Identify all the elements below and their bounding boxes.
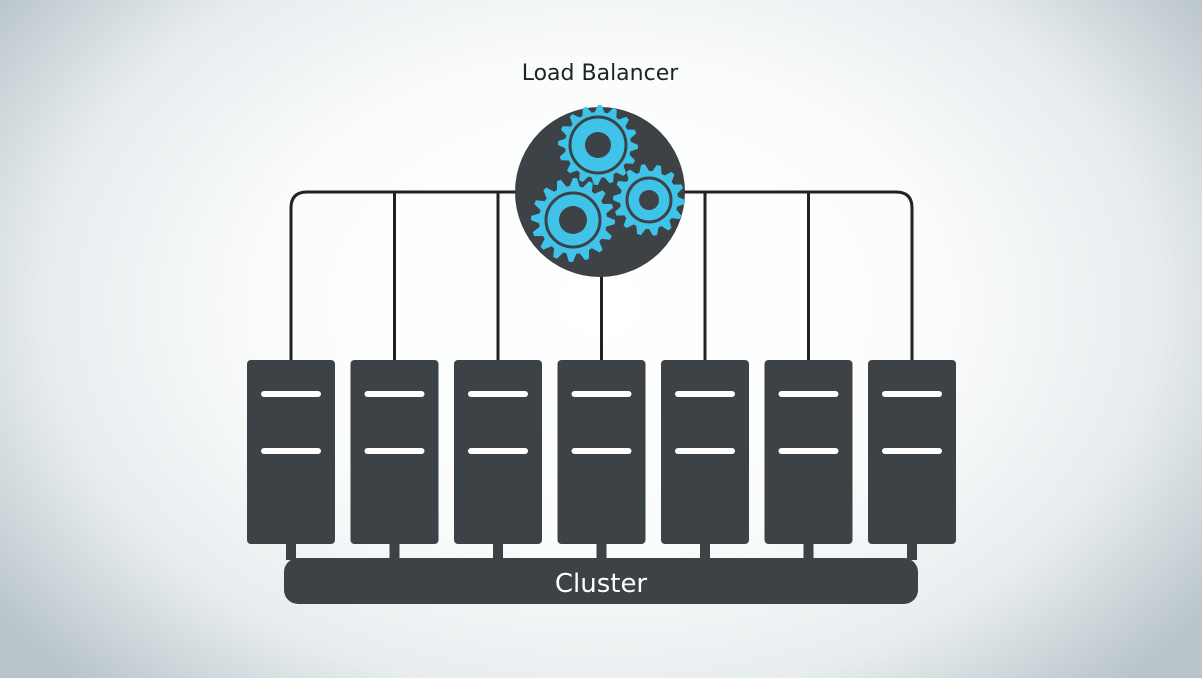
server-slot xyxy=(468,391,528,397)
cluster-stub xyxy=(907,542,917,560)
server-slot xyxy=(778,391,839,397)
cluster-stub xyxy=(493,542,503,560)
server-slot xyxy=(675,391,735,397)
cluster-stub xyxy=(286,542,296,560)
server-slot xyxy=(364,448,425,454)
server-slot xyxy=(675,448,735,454)
server-icon xyxy=(247,360,335,544)
server-slot xyxy=(571,391,632,397)
server-slot xyxy=(468,448,528,454)
server-rack xyxy=(247,360,956,544)
server-icon xyxy=(868,360,956,544)
large-gear xyxy=(558,105,638,185)
server-slot xyxy=(261,391,321,397)
gears-icon xyxy=(531,105,685,262)
server-slot xyxy=(364,391,425,397)
server-slot xyxy=(261,448,321,454)
server-icon xyxy=(557,360,646,544)
server-icon xyxy=(661,360,749,544)
server-icon xyxy=(350,360,439,544)
cluster-stub xyxy=(700,542,710,560)
server-slot xyxy=(571,448,632,454)
cluster-stub xyxy=(596,542,607,560)
right-gear xyxy=(613,164,685,236)
server-slot xyxy=(882,391,942,397)
server-slot xyxy=(882,448,942,454)
server-icon xyxy=(764,360,853,544)
left-gear xyxy=(531,178,615,262)
server-slot xyxy=(778,448,839,454)
cluster-stub xyxy=(803,542,814,560)
diagram-title: Load Balancer xyxy=(522,61,680,86)
cluster-bar xyxy=(284,558,918,604)
server-icon xyxy=(454,360,542,544)
cluster-stub xyxy=(389,542,400,560)
cluster-label: Cluster xyxy=(555,569,648,599)
